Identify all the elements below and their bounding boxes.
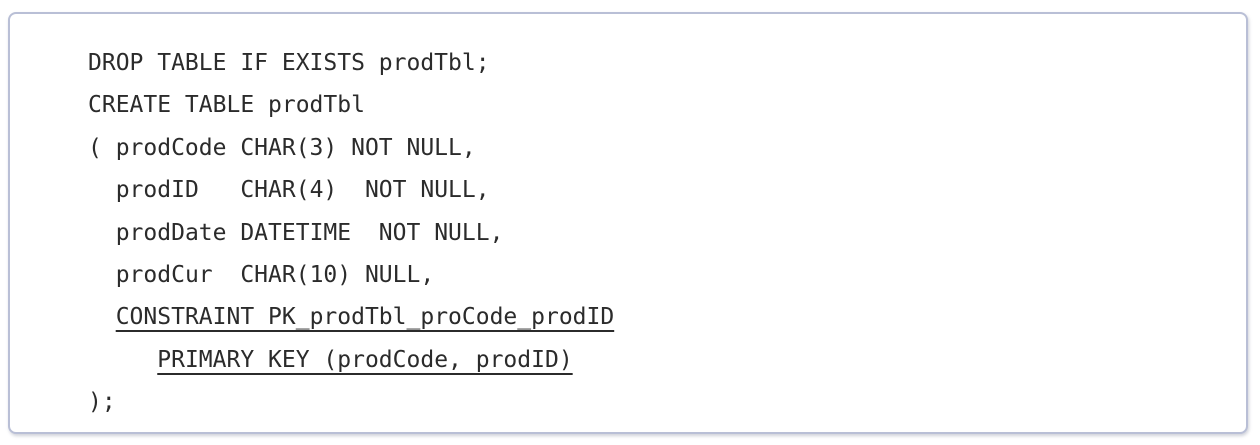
sql-code-block: DROP TABLE IF EXISTS prodTbl; CREATE TAB… <box>88 42 614 424</box>
code-box: DROP TABLE IF EXISTS prodTbl; CREATE TAB… <box>8 12 1248 434</box>
underlined-primary-key: PRIMARY KEY (prodCode, prodID) <box>157 346 573 373</box>
code-line-primary-key: PRIMARY KEY (prodCode, prodID) <box>88 339 614 381</box>
code-line-1: DROP TABLE IF EXISTS prodTbl; <box>88 50 490 76</box>
code-line-9: ); <box>88 389 116 416</box>
underlined-constraint-name: CONSTRAINT PK_prodTbl_proCode_prodID <box>115 304 615 331</box>
code-line-2: CREATE TABLE prodTbl <box>88 92 365 119</box>
code-line-constraint: CONSTRAINT PK_prodTbl_proCode_prodID <box>88 296 615 338</box>
code-line-5: prodDate DATETIME NOT NULL, <box>115 219 504 246</box>
code-line-3: ( prodCode CHAR(3) NOT NULL, <box>88 134 476 161</box>
code-line-4: prodID CHAR(4) NOT NULL, <box>115 177 490 204</box>
code-line-6: prodCur CHAR(10) NULL, <box>115 261 435 288</box>
